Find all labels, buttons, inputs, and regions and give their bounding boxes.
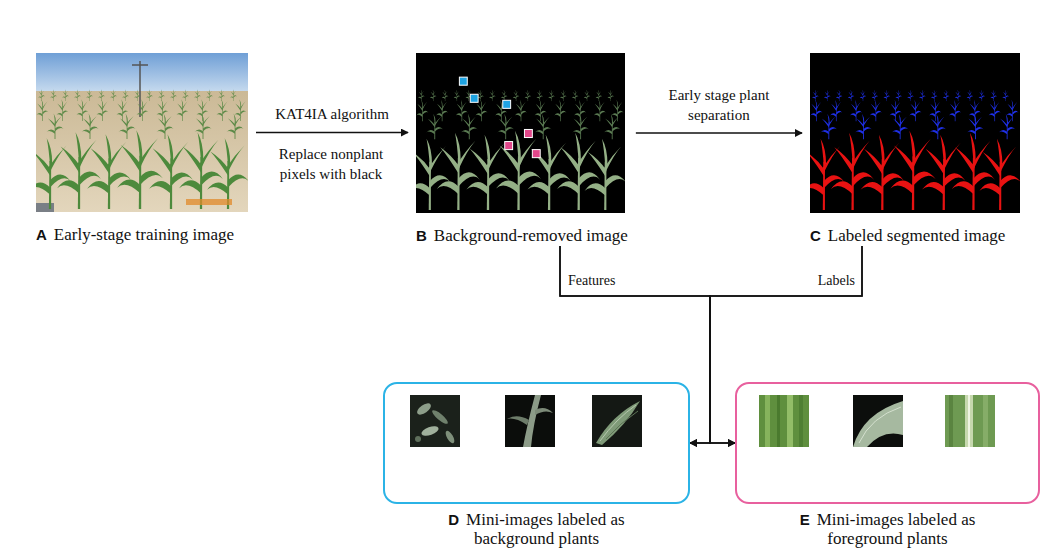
- image-panel: A Early-stage training image: [36, 53, 248, 245]
- caption: E Mini-images labeled as foreground plant…: [780, 510, 995, 548]
- flow-arrow: [636, 132, 802, 134]
- panel-letter: E: [800, 511, 810, 528]
- caption-text: Mini-images labeled as background plants: [466, 510, 625, 548]
- background-removed-photo: [416, 53, 625, 213]
- panel-letter: C: [810, 227, 821, 244]
- annotation-text: Replace nonplant pixels with black: [260, 144, 402, 185]
- rounded-frame: [735, 382, 1040, 504]
- caption-text: Background-removed image: [434, 226, 628, 245]
- segmented-photo: [810, 53, 1020, 213]
- caption-text: Early-stage training image: [54, 225, 234, 244]
- panel-letter: A: [36, 226, 47, 243]
- mini-image-group: E Mini-images labeled as foreground plant…: [735, 382, 1040, 548]
- rounded-frame: [383, 382, 690, 504]
- field-photo: [36, 53, 248, 212]
- caption: D Mini-images labeled as background plant…: [429, 510, 644, 548]
- mini-image-group: D Mini-images labeled as background plant…: [383, 382, 690, 548]
- panel-letter: B: [416, 227, 427, 244]
- caption-text: Labeled segmented image: [828, 226, 1005, 245]
- mini-image-set: [737, 384, 1038, 502]
- caption: C Labeled segmented image: [810, 226, 1020, 246]
- annotation-text: Labels: [818, 272, 855, 291]
- flow-arrow: [256, 132, 408, 134]
- annotation-text: Features: [568, 272, 615, 291]
- caption-text: Mini-images labeled as foreground plants: [817, 510, 976, 548]
- arrow-label: KAT4IA algorithm: [257, 104, 407, 124]
- caption: A Early-stage training image: [36, 225, 248, 245]
- mini-image-set: [385, 384, 688, 502]
- image-panel: C Labeled segmented image: [810, 53, 1020, 246]
- panel-letter: D: [448, 511, 459, 528]
- arrow-label: Early stage plant separation: [658, 85, 780, 126]
- caption: B Background-removed image: [416, 226, 628, 246]
- image-panel: B Background-removed image: [416, 53, 628, 246]
